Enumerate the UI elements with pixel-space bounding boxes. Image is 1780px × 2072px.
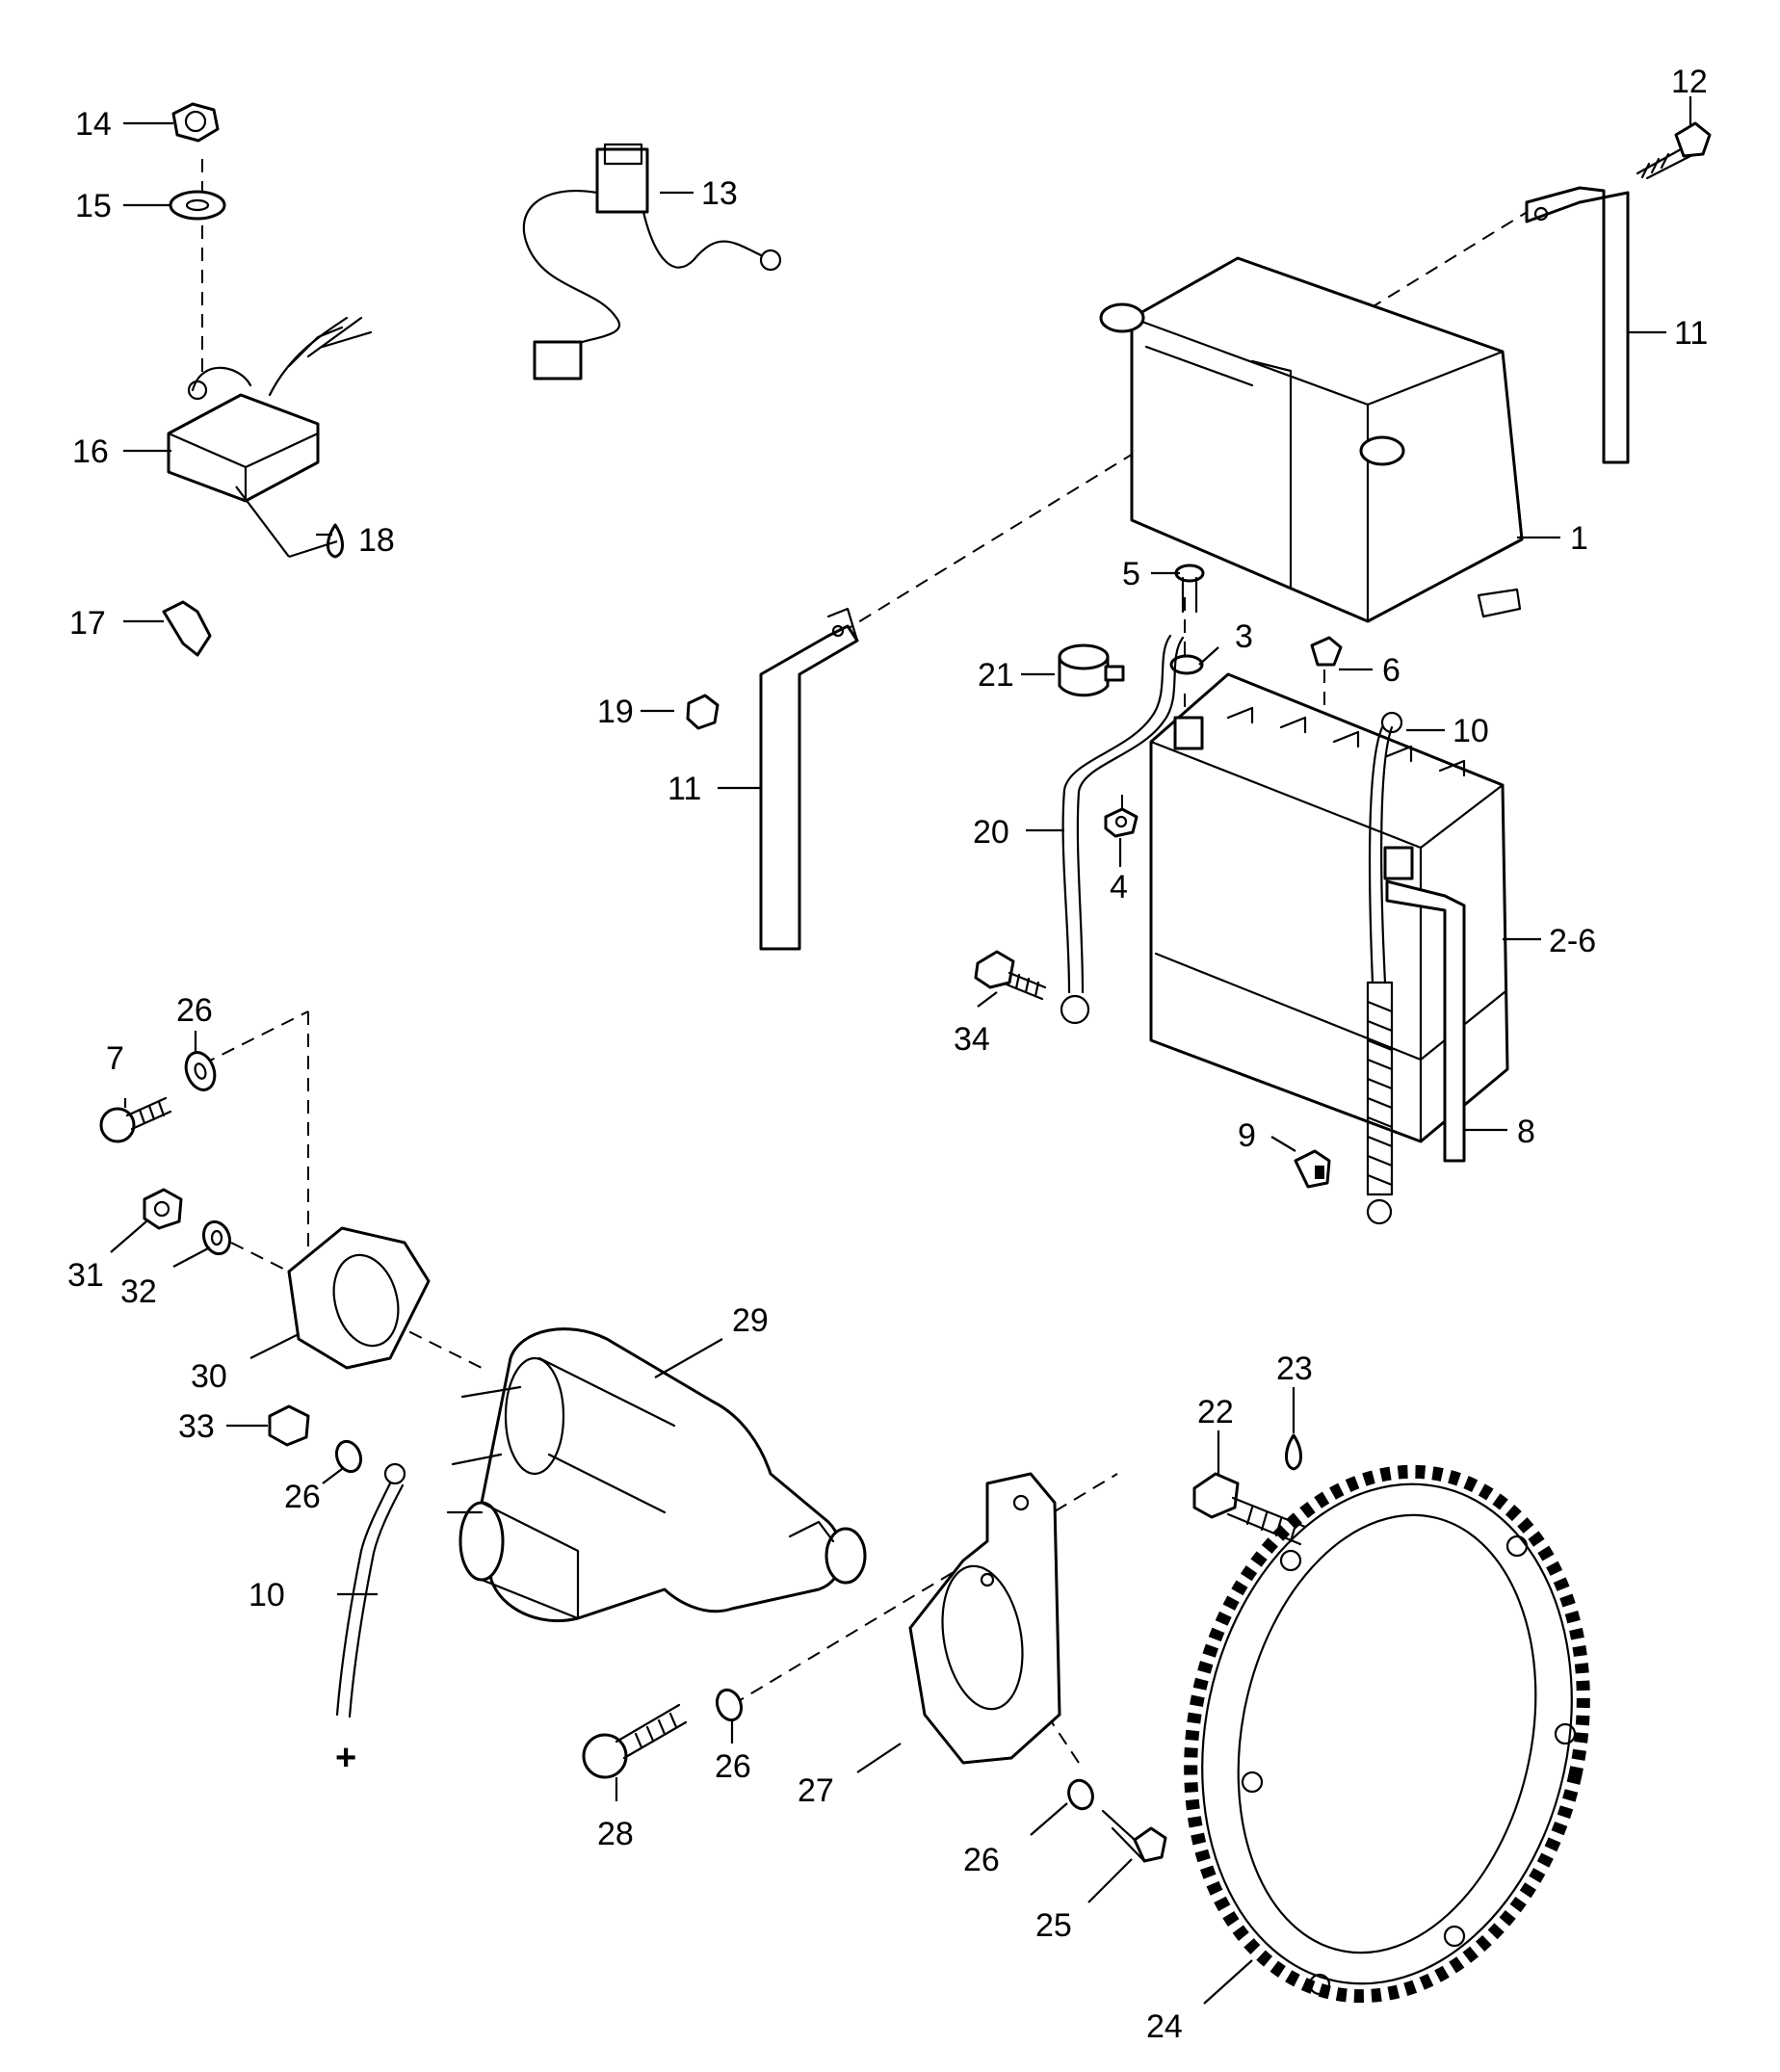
callout-4: 4	[1110, 869, 1128, 905]
callout-20: 20	[973, 814, 1009, 851]
washer-26-left	[334, 1439, 363, 1474]
battery-cover-1	[1099, 256, 1524, 623]
callout-29: 29	[732, 1302, 769, 1339]
nut-19	[686, 694, 720, 730]
control-module-16	[167, 316, 373, 503]
ground-cable-20	[1060, 634, 1185, 1025]
battery-cable-10	[1366, 711, 1403, 1225]
bolt-28	[582, 1703, 688, 1779]
callout-3: 3	[1235, 618, 1253, 655]
washer-3	[1169, 654, 1204, 675]
callout-22: 22	[1197, 1394, 1234, 1430]
callout-28: 28	[597, 1816, 634, 1852]
leader-lines	[110, 96, 1692, 2005]
callout-13: 13	[701, 175, 738, 212]
callout-33: 33	[178, 1408, 215, 1445]
nut-31	[143, 1188, 183, 1230]
bolt-22	[1192, 1472, 1307, 1546]
starter-cable-10: +	[335, 1462, 406, 1778]
callout-15: 15	[75, 188, 112, 224]
callout-30: 30	[191, 1358, 227, 1395]
battery-strap-11-right	[1525, 186, 1630, 464]
callout-10-battery: 10	[1453, 713, 1489, 749]
callout-11-left: 11	[668, 771, 701, 807]
vent-tube-8	[1385, 879, 1466, 1163]
bolt-25	[1101, 1809, 1167, 1863]
battery-strap-11-left	[759, 607, 859, 951]
callout-2-6: 2-6	[1549, 923, 1596, 959]
bolt-12	[1636, 121, 1712, 180]
callout-26-upper: 26	[176, 992, 213, 1029]
callout-26-right: 26	[963, 1842, 1000, 1878]
callout-32: 32	[120, 1273, 157, 1310]
washer-26-right	[1067, 1778, 1094, 1811]
callout-27: 27	[798, 1772, 834, 1809]
callout-11-right: 11	[1674, 315, 1708, 352]
terminal-cap-21	[1058, 643, 1125, 697]
callout-7: 7	[106, 1040, 124, 1077]
callout-5: 5	[1122, 556, 1140, 592]
callout-17: 17	[69, 605, 106, 642]
callout-18: 18	[358, 522, 395, 559]
hex-nut-14	[171, 102, 220, 143]
bolt-34	[974, 950, 1047, 1001]
cable-positive-mark: +	[335, 1738, 356, 1778]
callout-26-left: 26	[284, 1479, 321, 1515]
callout-31: 31	[67, 1257, 104, 1294]
callout-21: 21	[978, 657, 1014, 694]
callout-26-center: 26	[715, 1748, 751, 1785]
adhesive-drop-23	[1285, 1433, 1302, 1471]
starter-bracket-27	[908, 1472, 1061, 1765]
wire-clip-17	[162, 600, 212, 657]
adhesive-drop-18	[235, 485, 344, 559]
callout-24: 24	[1146, 2008, 1183, 2045]
ring-gear-24	[1184, 1464, 1590, 2004]
callout-6: 6	[1382, 652, 1400, 689]
callout-labels: 14 15 16 17 18 13 12 11 1 5 3 21 6 10 4 …	[67, 64, 1708, 2045]
nut-4	[1104, 807, 1139, 838]
starter-motor-29	[446, 1327, 867, 1623]
callout-23: 23	[1276, 1351, 1313, 1387]
screw-5	[1174, 564, 1205, 614]
battery-2-6: +	[1149, 672, 1509, 1143]
mounting-plate-30	[287, 1226, 431, 1370]
callout-25: 25	[1035, 1907, 1072, 1944]
washer-26-center	[715, 1688, 744, 1722]
washer-32	[201, 1220, 232, 1256]
vent-plug-6	[1310, 636, 1343, 667]
callout-9: 9	[1238, 1117, 1256, 1154]
fuse-harness-13	[522, 143, 782, 380]
callout-1: 1	[1570, 520, 1588, 557]
callout-8: 8	[1517, 1114, 1535, 1150]
callout-16: 16	[72, 433, 109, 470]
bolt-7	[99, 1096, 172, 1143]
cable-clip-9	[1294, 1149, 1331, 1189]
callout-14: 14	[75, 106, 112, 143]
nut-33	[268, 1404, 310, 1447]
callout-19: 19	[597, 694, 634, 730]
washer-15	[169, 190, 226, 221]
callout-10-starter: 10	[249, 1577, 285, 1613]
washer-26-upper	[184, 1051, 217, 1091]
callout-12: 12	[1671, 64, 1708, 100]
callout-34: 34	[954, 1021, 990, 1058]
